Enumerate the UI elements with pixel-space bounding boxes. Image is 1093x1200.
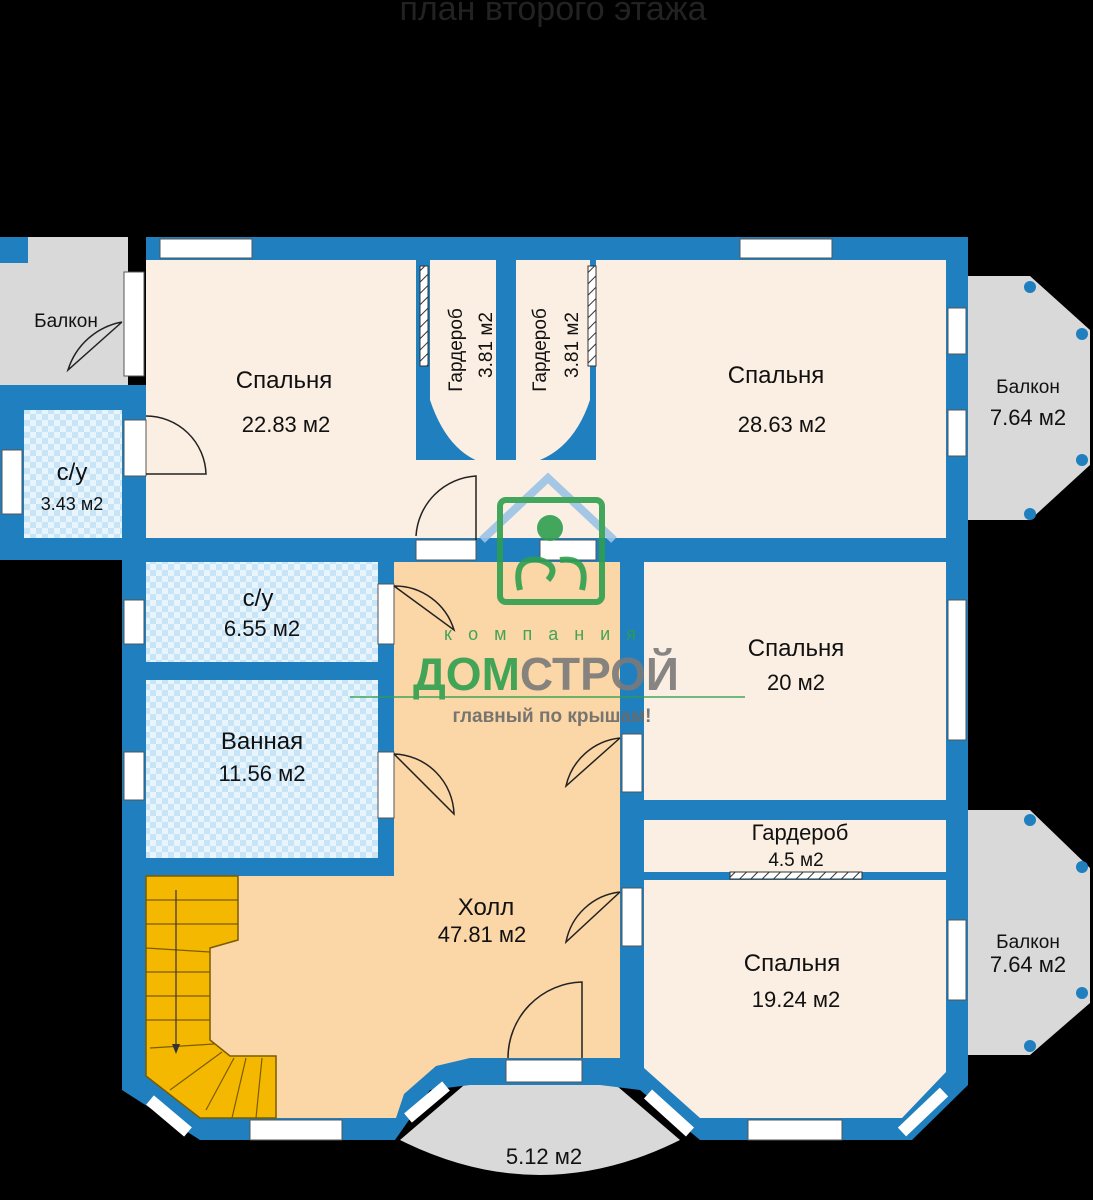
- wc-mid-area: 6.55 м2: [224, 616, 300, 641]
- wardrobe-left-floor: [430, 260, 496, 466]
- wardrobe-left-door: [419, 265, 429, 367]
- door-swings: [66, 321, 621, 1059]
- house-logo-icon: [479, 472, 617, 543]
- staircase: [145, 875, 277, 1119]
- balcony-railing-posts: [1024, 281, 1088, 1052]
- balcony-east-bottom-name: Балкон: [996, 932, 1060, 953]
- bedroom-e-area: 20 м2: [767, 670, 825, 695]
- wardrobe-right-name: Гардероб: [530, 308, 551, 392]
- logo-brand-b: СТРОЙ: [520, 648, 679, 700]
- bedroom-ne-floor: [596, 260, 946, 538]
- bedroom-se-floor: [644, 880, 946, 1118]
- bedroom-ne-name: Спальня: [728, 362, 824, 389]
- bedroom-ne-area: 28.63 м2: [738, 412, 827, 437]
- wc-small-area: 3.43 м2: [41, 494, 103, 514]
- bedroom-nw-floor: [146, 260, 416, 538]
- hall-floor: [146, 562, 620, 1118]
- wc-small-name: с/у: [57, 459, 88, 486]
- wardrobe-right-door: [587, 265, 597, 367]
- balcony-east-bottom-area: 7.64 м2: [990, 952, 1066, 977]
- balcony-nw-label: Балкон: [34, 311, 98, 332]
- logo-brand-text: ДОМСТРОЙ: [413, 648, 679, 700]
- bathroom-name: Ванная: [221, 728, 303, 755]
- balcony-east-top-name: Балкон: [996, 377, 1060, 398]
- wc-mid-floor: [146, 562, 378, 662]
- wardrobe-right-floor: [516, 260, 590, 466]
- bedroom-se-area: 19.24 м2: [752, 987, 841, 1012]
- wardrobe-e-floor: [644, 820, 946, 872]
- windows: [1, 238, 967, 1141]
- logo-top-text: компания: [444, 624, 652, 644]
- bedroom-nw-area: 22.83 м2: [242, 412, 331, 437]
- wardrobe-e-door: [729, 871, 863, 880]
- bay-balcony-area: 5.12 м2: [506, 1144, 582, 1169]
- bay-balcony: [400, 1080, 680, 1175]
- corner-windows: [146, 1081, 949, 1137]
- wardrobe-left-name: Гардероб: [446, 308, 467, 392]
- balcony-east-top-area: 7.64 м2: [990, 405, 1066, 430]
- company-logo: компания ДОМСТРОЙ главный по крышам!: [350, 472, 745, 727]
- wardrobe-left-area: 3.81 м2: [476, 312, 497, 378]
- hall-area: 47.81 м2: [438, 922, 527, 947]
- logo-slogan: главный по крышам!: [453, 706, 652, 727]
- balcony-nw: [0, 237, 128, 385]
- wardrobe-e-name: Гардероб: [752, 820, 849, 845]
- wc-mid-name: с/у: [243, 585, 274, 612]
- page-title: план второго этажа: [400, 0, 707, 28]
- wardrobe-e-area: 4.5 м2: [768, 850, 823, 871]
- hall-name: Холл: [458, 894, 515, 921]
- bathroom-floor: [146, 680, 378, 858]
- logo-brand-a: ДОМ: [413, 648, 520, 700]
- bathroom-area: 11.56 м2: [219, 761, 306, 786]
- balcony-east-bottom: [966, 810, 1090, 1055]
- wardrobe-right-area: 3.81 м2: [562, 312, 583, 378]
- bedroom-se-name: Спальня: [744, 950, 840, 977]
- bedroom-e-floor: [644, 562, 946, 800]
- bedroom-e-name: Спальня: [748, 635, 844, 662]
- wc-small-floor: [24, 410, 122, 538]
- balcony-east-top: [966, 276, 1090, 520]
- bedroom-nw-name: Спальня: [236, 367, 332, 394]
